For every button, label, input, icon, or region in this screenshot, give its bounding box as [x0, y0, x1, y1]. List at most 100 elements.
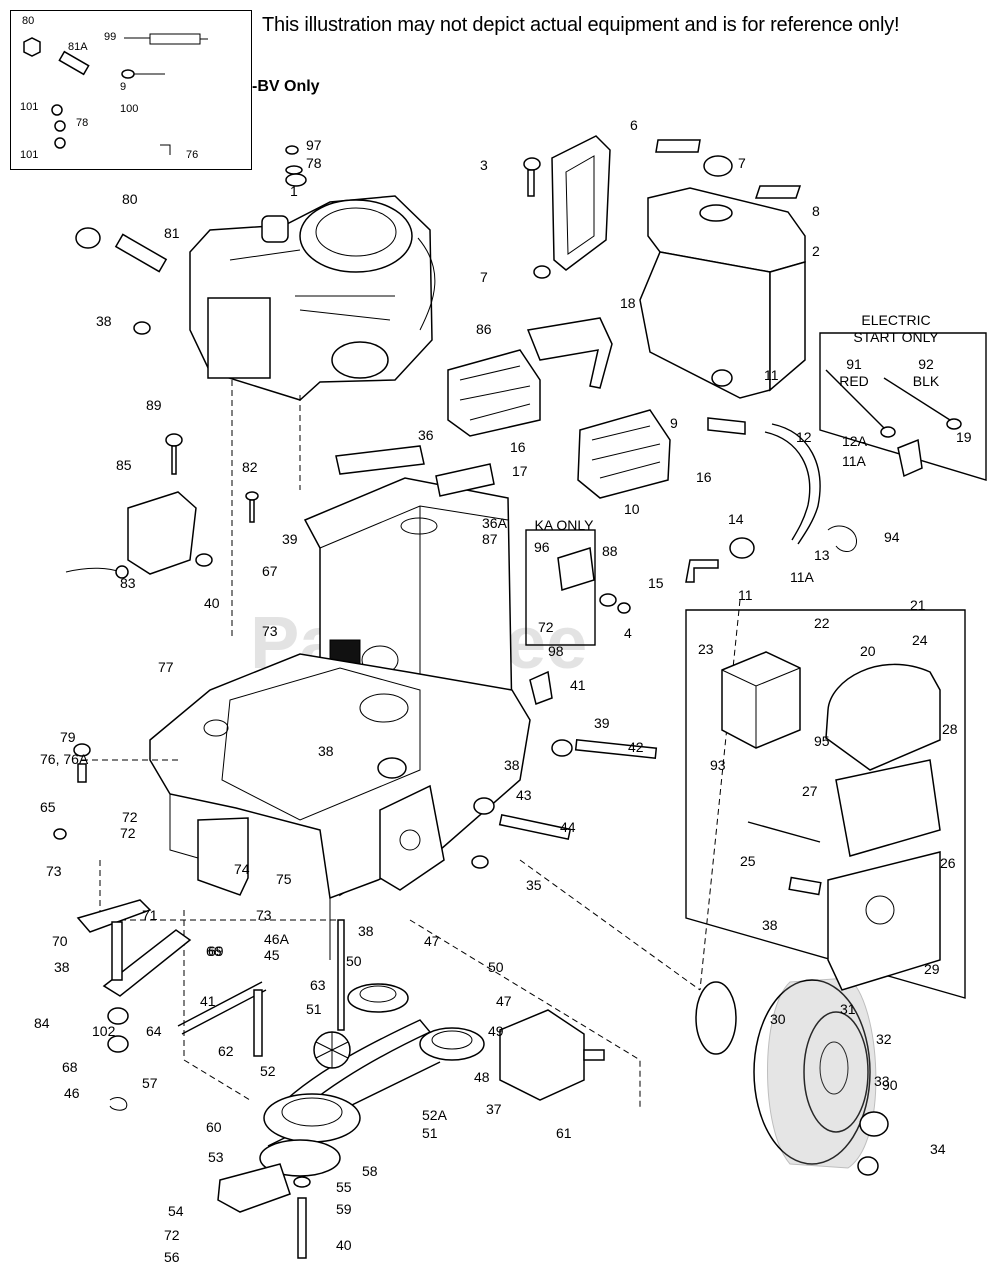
part-number-label: 7: [480, 269, 488, 285]
part-number-label: 61: [556, 1125, 572, 1141]
part-number-label: 82: [242, 459, 258, 475]
part-number-label: 75: [276, 871, 292, 887]
part-number-label: 36A: [482, 515, 508, 531]
part-number-label: 19: [956, 429, 972, 445]
part-number-label: 34: [930, 1141, 946, 1157]
part-number-label: 51: [422, 1125, 438, 1141]
part-number-label: 44: [560, 819, 576, 835]
part-number-label: 27: [802, 783, 818, 799]
part-number-label: 28: [942, 721, 958, 737]
engine: [189, 195, 436, 401]
part-number-label: 70: [52, 933, 68, 949]
part-number-label: 17: [512, 463, 528, 479]
part-number-label: 16: [696, 469, 712, 485]
part-number-label: 49: [488, 1023, 504, 1039]
part-number-label: 55: [336, 1179, 352, 1195]
part-number-label: 67: [262, 563, 278, 579]
inset-part-label: 81A: [68, 41, 88, 53]
wheel-assembly: [695, 977, 889, 1176]
part-number-label: 52A: [422, 1107, 448, 1123]
part-number-label: 29: [924, 961, 940, 977]
part-number-label: 72: [538, 619, 554, 635]
part-number-label: 38: [762, 917, 778, 933]
part-number-label: 41: [570, 677, 586, 693]
part-number-label: 65: [40, 799, 56, 815]
part-number-label: 62: [218, 1043, 234, 1059]
part-number-label: 38: [54, 959, 70, 975]
part-number-label: 84: [34, 1015, 50, 1031]
part-number-label: 16: [510, 439, 526, 455]
part-number-label: 31: [840, 1001, 856, 1017]
part-number-label: 73: [46, 863, 62, 879]
part-number-label: 43: [516, 787, 532, 803]
tank-bracket: [551, 135, 611, 271]
part-number-label: 96: [534, 539, 550, 555]
wire-red-number: 91: [846, 356, 862, 372]
part-number-label: 13: [814, 547, 830, 563]
battery-group: [721, 651, 941, 991]
part-number-label: 21: [910, 597, 926, 613]
drive-belt-system: [217, 919, 605, 1259]
part-number-label: 3: [480, 157, 488, 173]
part-number-label: 11: [764, 367, 779, 383]
part-number-label: 83: [120, 575, 136, 591]
part-number-label: 37: [486, 1101, 502, 1117]
part-number-label: 88: [602, 543, 618, 559]
part-number-label: 85: [116, 457, 132, 473]
part-number-label: 33: [874, 1073, 890, 1089]
part-number-label: 93: [710, 757, 726, 773]
part-number-label: 78: [306, 155, 322, 171]
part-number-label: 6: [630, 117, 638, 133]
part-number-label: 64: [146, 1023, 162, 1039]
part-number-label: 25: [740, 853, 756, 869]
part-number-label: 73: [256, 907, 272, 923]
part-number-label: 50: [346, 953, 362, 969]
part-number-label: 35: [526, 877, 542, 893]
part-number-label: 41: [200, 993, 216, 1009]
part-number-label: 12: [796, 429, 812, 445]
inset-part-label: 101: [20, 149, 38, 161]
part-number-label: 59: [336, 1201, 352, 1217]
part-number-label: 57: [142, 1075, 158, 1091]
part-number-label: 11A: [790, 569, 815, 585]
part-number-label: 63: [310, 977, 326, 993]
fuel-tank: [639, 139, 806, 399]
part-number-label: 79: [60, 729, 76, 745]
part-number-label: 1: [290, 183, 298, 199]
carburetors: [447, 317, 671, 499]
part-number-label: 22: [814, 615, 830, 631]
inset-part-label: 78: [76, 117, 88, 129]
ka-only-label: KA ONLY: [534, 517, 594, 533]
part-number-label: 90: [882, 1077, 898, 1093]
part-number-label: 87: [482, 531, 498, 547]
part-number-label: 86: [476, 321, 492, 337]
part-number-label: 42: [628, 739, 644, 755]
ka-only-box: [525, 529, 596, 646]
part-number-label: 36: [418, 427, 434, 443]
part-number-label: 77: [158, 659, 174, 675]
part-number-label: 40: [204, 595, 220, 611]
part-number-label: 46: [64, 1085, 80, 1101]
part-number-label: 45: [264, 947, 280, 963]
inset-parts: [23, 33, 208, 155]
part-number-label: 72: [122, 809, 138, 825]
part-number-label: 58: [362, 1163, 378, 1179]
part-number-label: 14: [728, 511, 744, 527]
part-number-label: 66: [206, 943, 222, 959]
part-number-label: 26: [940, 855, 956, 871]
wire-red-label: 91 RED: [826, 356, 882, 390]
part-number-label: 95: [814, 733, 830, 749]
inset-part-label: 101: [20, 101, 38, 113]
main-frame: [149, 477, 531, 960]
part-number-label: 56: [164, 1249, 180, 1265]
disclaimer-text: This illustration may not depict actual …: [262, 14, 900, 36]
part-number-label: 39: [594, 715, 610, 731]
part-number-label: 81: [164, 225, 180, 241]
part-number-label: 69: [208, 943, 224, 959]
part-number-label: 50: [488, 959, 504, 975]
part-number-label: 54: [168, 1203, 184, 1219]
part-number-label: 80: [122, 191, 138, 207]
part-number-label: 73: [262, 623, 278, 639]
part-number-label: 68: [62, 1059, 78, 1075]
